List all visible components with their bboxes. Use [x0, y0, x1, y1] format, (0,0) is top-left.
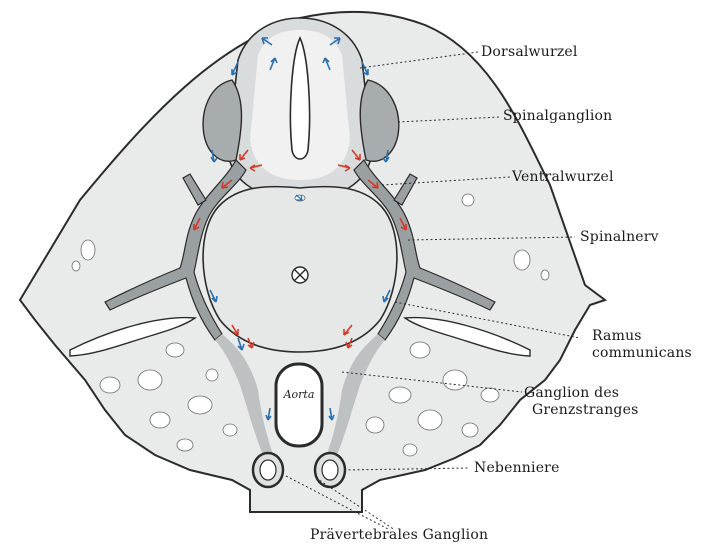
label-communicans: communicans: [592, 345, 692, 362]
label-praevertebrales-ganglion: Prävertebrales Ganglion: [310, 527, 488, 544]
label-ventralwurzel: Ventralwurzel: [512, 169, 614, 186]
label-nebenniere: Nebenniere: [474, 460, 560, 477]
notochord-symbol: [292, 267, 308, 283]
aorta: [276, 364, 322, 446]
label-ramus: Ramus: [592, 328, 642, 345]
adrenal-gland-left: [253, 453, 283, 487]
label-spinalnerv: Spinalnerv: [580, 229, 659, 246]
aorta-label: Aorta: [283, 388, 315, 401]
label-ganglion-des: Ganglion des: [524, 385, 619, 402]
label-dorsalwurzel: Dorsalwurzel: [481, 44, 578, 61]
adrenal-gland-right: [315, 453, 345, 487]
label-grenzstranges: Grenzstranges: [532, 402, 638, 419]
label-spinalganglion: Spinalganglion: [503, 108, 612, 125]
